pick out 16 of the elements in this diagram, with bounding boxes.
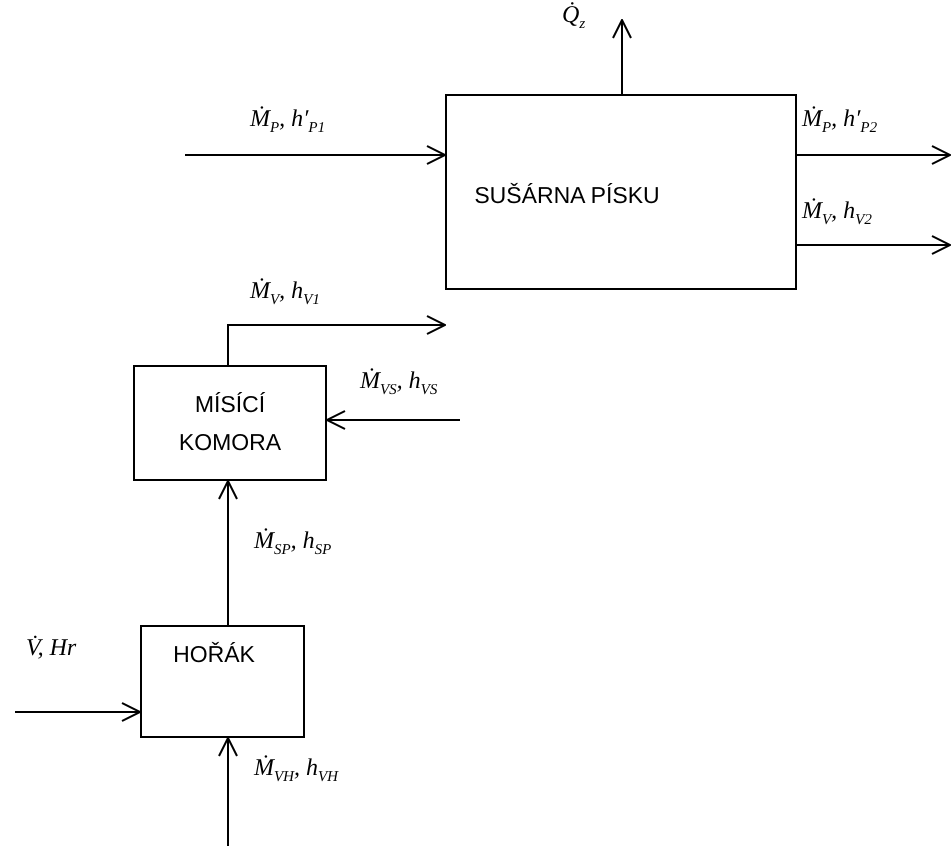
edge-label: V̇, Hr — [24, 635, 78, 662]
process-box — [140, 625, 305, 738]
arrow — [15, 702, 141, 722]
node-label: SUŠÁRNA PÍSKU — [473, 181, 661, 210]
node-label: HOŘÁK — [172, 640, 256, 669]
arrow — [326, 410, 460, 430]
arrow — [612, 19, 632, 94]
arrow — [797, 235, 951, 255]
arrow — [185, 145, 446, 165]
arrow — [218, 737, 238, 846]
process-box — [133, 365, 327, 481]
arrow — [218, 480, 238, 625]
arrow — [227, 315, 446, 365]
node-label: MÍSÍCÍ KOMORA — [178, 390, 282, 457]
process-box — [445, 94, 797, 290]
arrow — [797, 145, 951, 165]
